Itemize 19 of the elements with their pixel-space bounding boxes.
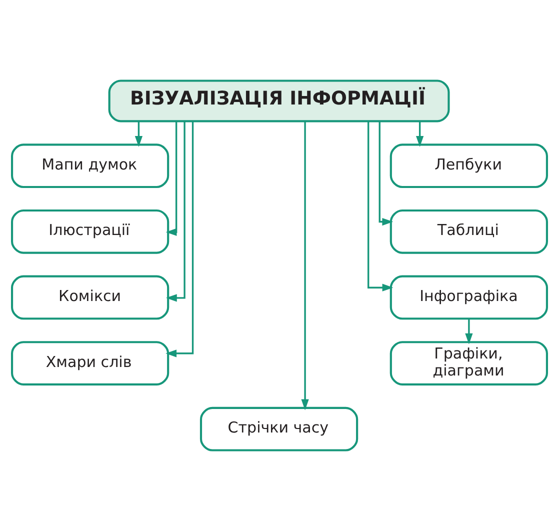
arrow xyxy=(166,120,194,357)
node-box: Хмари слів xyxy=(11,340,170,385)
arrow xyxy=(301,120,309,410)
node-box: Лепбуки xyxy=(390,143,548,188)
arrow xyxy=(368,120,394,291)
node-box: ВІЗУАЛІЗАЦІЯ ІНФОРМАЦІЇ xyxy=(108,79,450,122)
arrow xyxy=(166,120,178,236)
node-box: Ілюстрації xyxy=(11,208,170,254)
node-box: Комікси xyxy=(11,274,170,320)
arrow xyxy=(134,121,143,146)
node-box: Стрічки часу xyxy=(200,406,358,451)
arrow xyxy=(416,121,424,146)
node-box: Інфографіка xyxy=(390,274,548,320)
node-box: Таблиці xyxy=(390,208,548,254)
node-box: Графіки, діаграми xyxy=(390,340,548,385)
arrow xyxy=(166,120,186,302)
node-box: Мапи думок xyxy=(11,143,170,188)
arrow xyxy=(465,318,473,344)
arrow xyxy=(378,120,394,226)
